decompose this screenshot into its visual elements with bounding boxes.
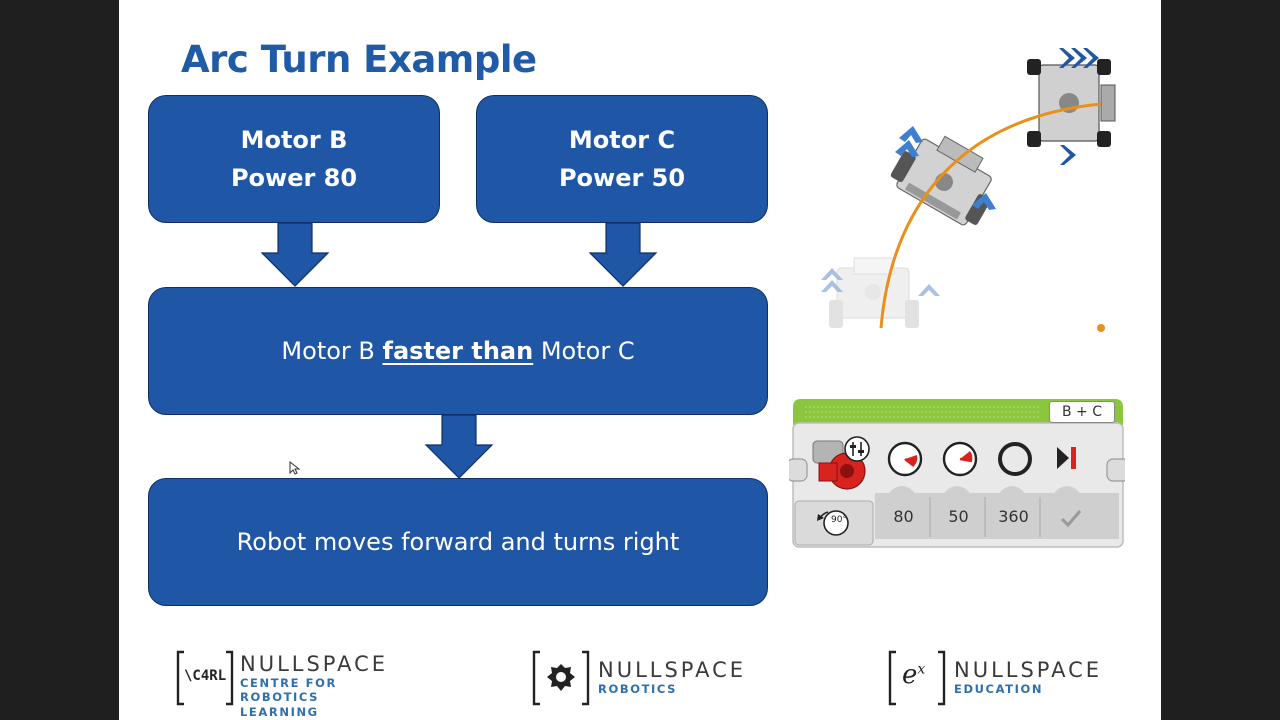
motor-b-power: Power 80 bbox=[230, 164, 358, 192]
education-bracket-mark bbox=[888, 650, 946, 706]
logo3-sub1: EDUCATION bbox=[954, 682, 1044, 696]
target-dot bbox=[1097, 324, 1105, 332]
brake-stop-icon[interactable] bbox=[1051, 443, 1085, 473]
arrows-start bbox=[821, 268, 940, 296]
motor-b-label: Motor B bbox=[240, 126, 348, 154]
ev3-block-body bbox=[789, 399, 1125, 548]
rotate-90-icon bbox=[817, 510, 849, 536]
comparison-text: Motor B faster than Motor C bbox=[281, 337, 635, 365]
arrows-middle bbox=[895, 126, 996, 210]
logo3-name: NULLSPACE bbox=[954, 658, 1103, 682]
c4rl-mark: \C4RL bbox=[184, 668, 227, 684]
arrow-down-b bbox=[260, 223, 330, 287]
port-selector[interactable]: B + C bbox=[1049, 401, 1115, 423]
logo2-sub1: ROBOTICS bbox=[598, 682, 678, 696]
slide: Arc Turn Example Motor B Power 80 Motor … bbox=[119, 0, 1161, 720]
steering-power-icon[interactable] bbox=[843, 435, 871, 463]
robot-end bbox=[1027, 59, 1116, 147]
arrows-end bbox=[1059, 48, 1099, 165]
logo2-name: NULLSPACE bbox=[598, 658, 747, 682]
mode-label: 90° bbox=[831, 515, 847, 525]
c4rl-bracket-mark bbox=[176, 650, 234, 706]
motor-c-power: Power 50 bbox=[558, 164, 686, 192]
arrow-down-c bbox=[588, 223, 658, 287]
result-box: Robot moves forward and turns right bbox=[148, 478, 768, 606]
mode-selector[interactable]: 90° bbox=[803, 505, 865, 541]
result-text: Robot moves forward and turns right bbox=[236, 528, 680, 556]
robot-middle bbox=[890, 135, 992, 226]
power-gauge-icon-2[interactable] bbox=[940, 441, 980, 477]
logo-nullspace-education: ex NULLSPACE EDUCATION bbox=[888, 650, 1118, 706]
degrees-ring-icon[interactable] bbox=[995, 441, 1035, 477]
large-motor-icon bbox=[812, 440, 866, 490]
comparison-emphasis: faster than bbox=[382, 337, 534, 365]
motor-c-label: Motor C bbox=[568, 126, 676, 154]
education-mark: ex bbox=[902, 660, 926, 690]
arc-path bbox=[879, 102, 1102, 329]
logo-c4rl: \C4RL NULLSPACE CENTRE FOR ROBOTICS LEAR… bbox=[176, 650, 396, 719]
arrow-down-result bbox=[424, 415, 494, 479]
motor-b-box: Motor B Power 80 bbox=[148, 95, 440, 223]
mouse-cursor-icon bbox=[289, 461, 301, 475]
slide-title: Arc Turn Example bbox=[181, 38, 537, 81]
param-power-right[interactable]: 50 bbox=[948, 507, 969, 526]
robotics-gear-mark bbox=[532, 650, 590, 706]
logo-nullspace-robotics: NULLSPACE ROBOTICS bbox=[532, 650, 752, 706]
ev3-move-block[interactable]: B + C bbox=[789, 397, 1125, 553]
param-degrees[interactable]: 360 bbox=[998, 507, 1029, 526]
param-power-left[interactable]: 80 bbox=[893, 507, 914, 526]
comparison-box: Motor B faster than Motor C bbox=[148, 287, 768, 415]
power-gauge-icon[interactable] bbox=[885, 441, 925, 477]
check-icon[interactable] bbox=[1059, 507, 1083, 529]
motor-c-box: Motor C Power 50 bbox=[476, 95, 768, 223]
logo1-sub2: ROBOTICS LEARNING bbox=[240, 690, 320, 719]
logo1-sub1: CENTRE FOR bbox=[240, 676, 337, 690]
robot-start bbox=[829, 257, 919, 328]
logo1-name: NULLSPACE bbox=[240, 652, 389, 676]
